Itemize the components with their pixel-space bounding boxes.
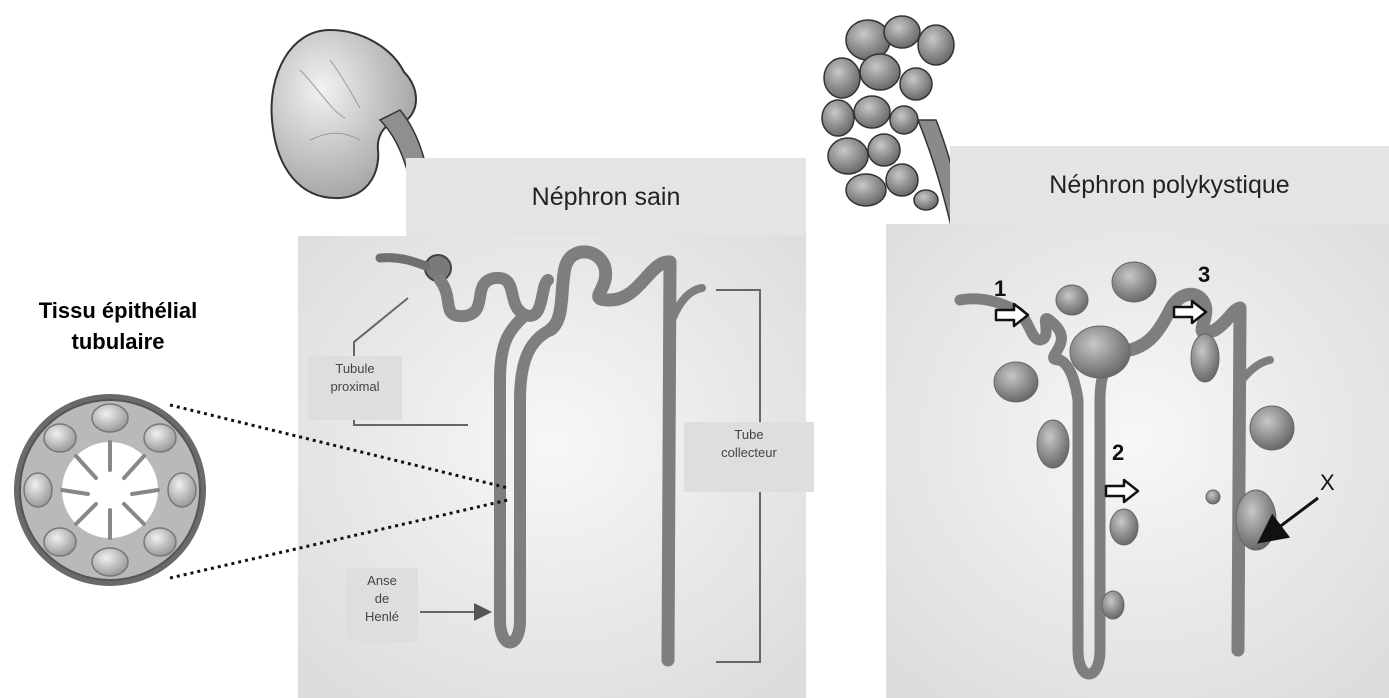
marker-3: 3	[1198, 262, 1210, 288]
tissue-title: Tissu épithélial tubulaire	[0, 296, 236, 358]
label-anse-line1: Anse	[348, 572, 416, 590]
marker-1: 1	[994, 276, 1006, 302]
label-tube-collecteur-line1: Tube	[686, 426, 812, 444]
tissue-title-line2: tubulaire	[0, 327, 236, 358]
polycystic-header: Néphron polykystique	[950, 146, 1389, 224]
healthy-header: Néphron sain	[406, 158, 806, 236]
label-tubule-proximal-line1: Tubule	[310, 360, 400, 378]
label-anse-line2: de	[348, 590, 416, 608]
label-tubule-proximal-line2: proximal	[310, 378, 400, 396]
label-tube-collecteur-line2: collecteur	[686, 444, 812, 462]
polycystic-kidney-illustration	[822, 16, 966, 230]
label-anse-line3: Henlé	[348, 608, 416, 626]
label-anse-de-henle: Anse de Henlé	[346, 568, 418, 642]
marker-x: X	[1320, 470, 1335, 496]
tissue-title-line1: Tissu épithélial	[0, 296, 236, 327]
label-tubule-proximal: Tubule proximal	[308, 356, 402, 420]
marker-2: 2	[1112, 440, 1124, 466]
tissue-cross-section	[14, 394, 206, 586]
label-tube-collecteur: Tube collecteur	[684, 422, 814, 492]
